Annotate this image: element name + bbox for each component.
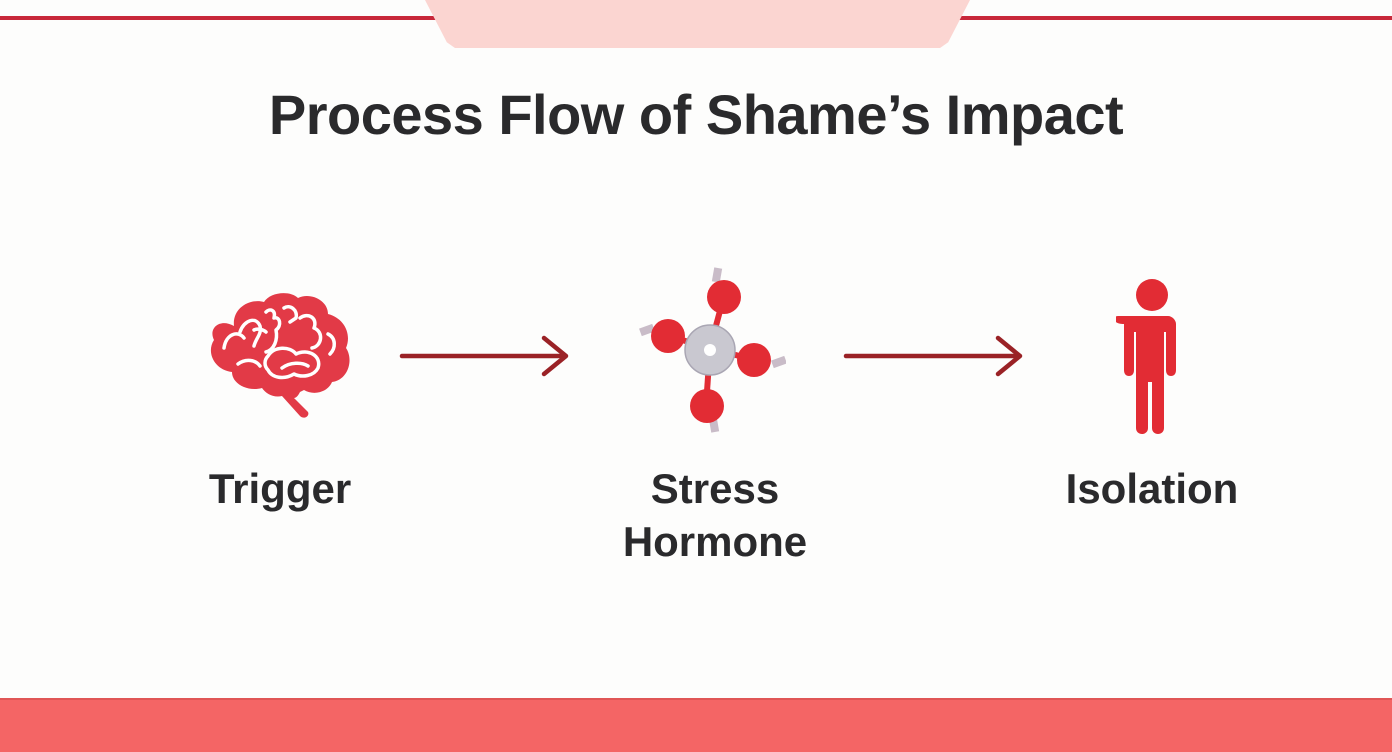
arrow-right-icon bbox=[842, 334, 1026, 378]
step-label-line: Stress bbox=[650, 465, 780, 512]
page-title: Process Flow of Shame’s Impact bbox=[268, 83, 1124, 146]
brain-icon bbox=[204, 286, 354, 420]
step-label-isolation: Isolation bbox=[1065, 465, 1239, 512]
top-header-tab bbox=[425, 0, 970, 48]
arrow-right-icon bbox=[398, 334, 572, 378]
step-label-stress-hormone: Stress Hormone bbox=[555, 462, 875, 568]
step-label-trigger: Trigger bbox=[208, 465, 352, 512]
bottom-footer-band bbox=[0, 698, 1392, 752]
step-label-line: Hormone bbox=[622, 518, 808, 565]
molecule-icon bbox=[638, 266, 787, 434]
person-icon bbox=[1114, 278, 1186, 436]
